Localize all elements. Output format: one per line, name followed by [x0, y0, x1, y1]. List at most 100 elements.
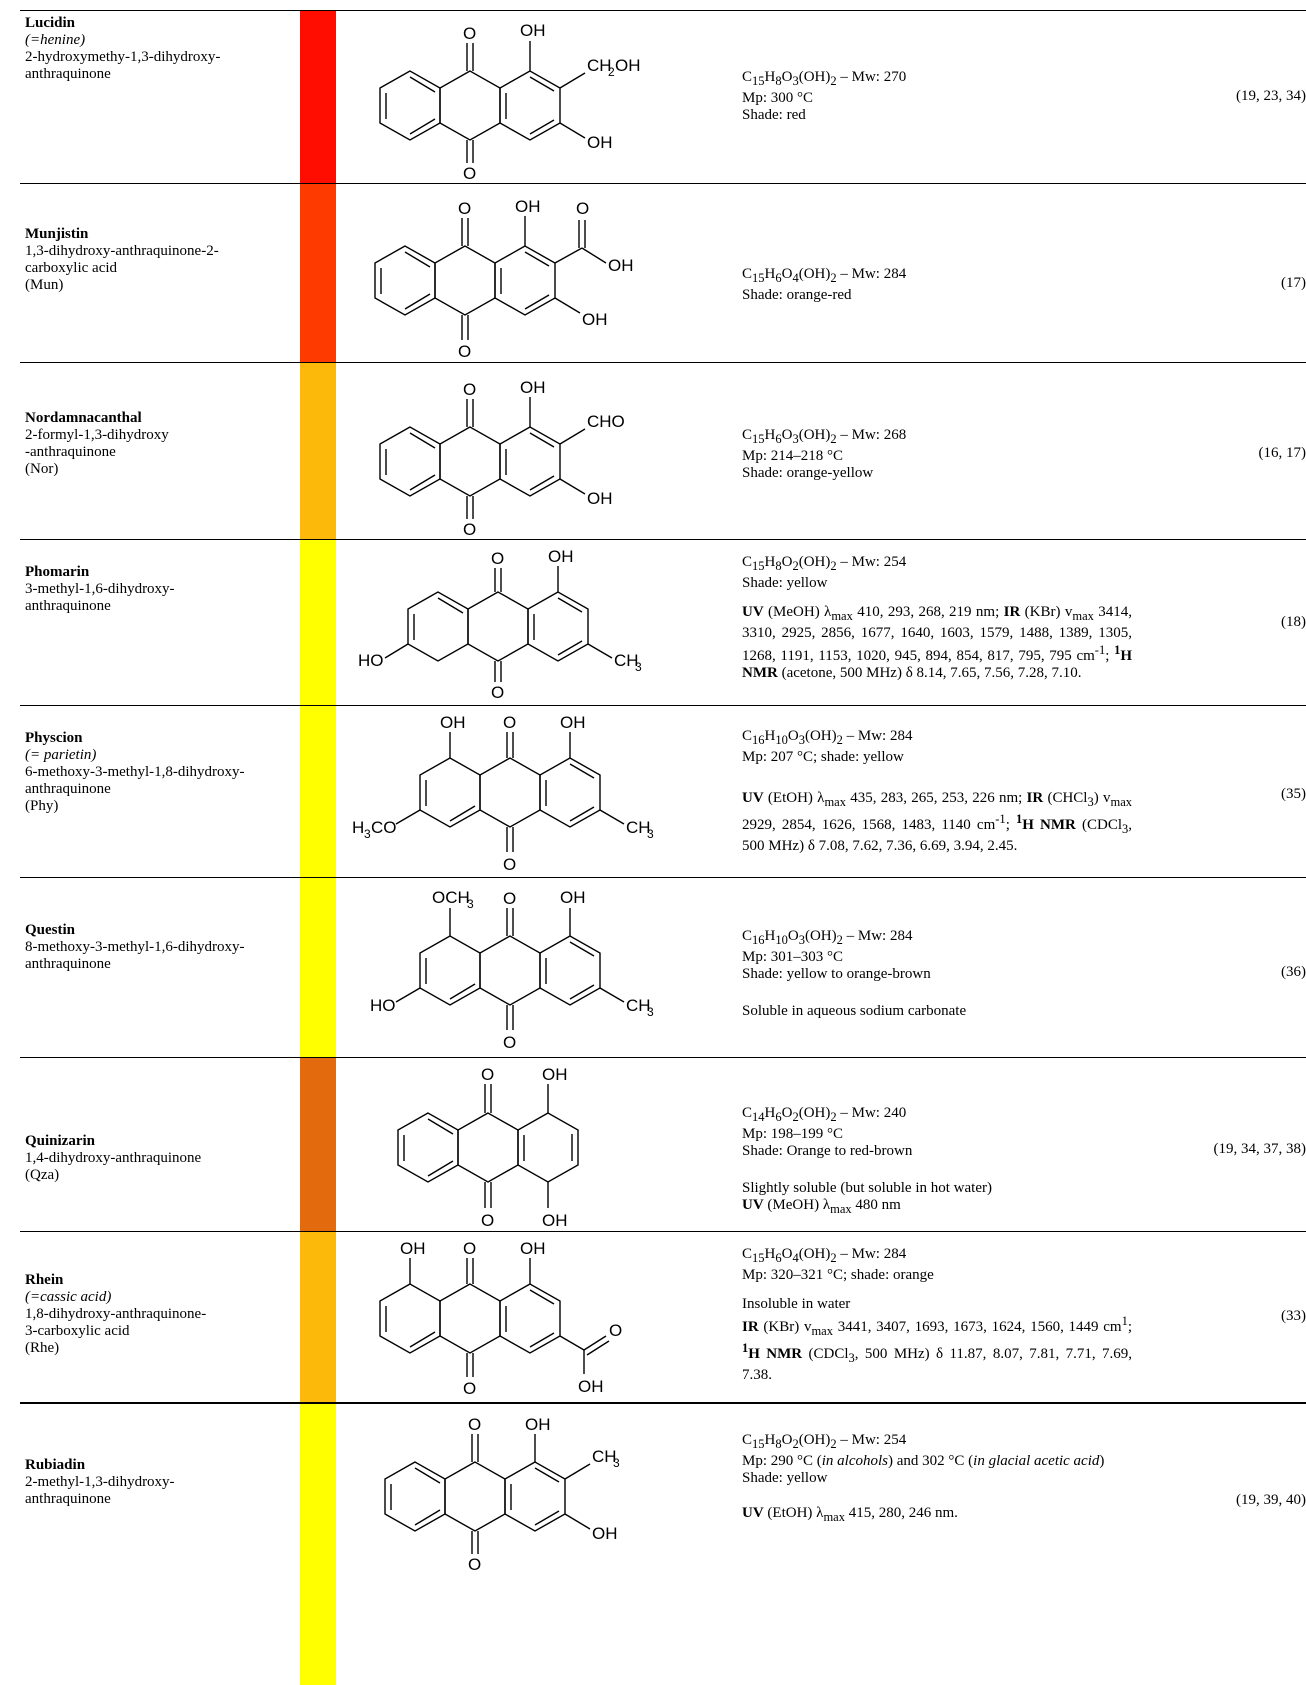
- compound-name-cell: Rhein (=cassic acid) 1,8-dihydroxy-anthr…: [25, 1272, 295, 1357]
- structure-image: O O OH OH: [350, 1058, 720, 1232]
- compound-name: Rubiadin: [25, 1457, 86, 1473]
- compound-name: Munjistin: [25, 226, 89, 242]
- properties-cell: C15H6O4(OH)2 – Mw: 284 Shade: orange-red: [742, 266, 1132, 304]
- properties-cell: C15H6O4(OH)2 – Mw: 284 Mp: 320–321 °C; s…: [742, 1246, 1132, 1384]
- svg-text:O: O: [503, 855, 516, 874]
- svg-text:OH: OH: [560, 713, 586, 732]
- formula: C15H6O3(OH)2 – Mw: 268: [742, 427, 907, 446]
- svg-text:CO: CO: [371, 818, 397, 837]
- svg-text:O: O: [481, 1065, 494, 1084]
- svg-text:O: O: [463, 520, 476, 539]
- svg-text:3: 3: [613, 1456, 620, 1470]
- spectral-data: UV (EtOH) λmax 415, 280, 246 nm.: [742, 1505, 958, 1524]
- svg-text:OH: OH: [615, 56, 641, 75]
- shade: Shade: orange-red: [742, 287, 852, 303]
- melting-point: Mp: 290 °C (in alcohols) and 302 °C (in …: [742, 1453, 1105, 1469]
- svg-text:O: O: [463, 164, 476, 183]
- shade: Shade: yellow to orange-brown: [742, 966, 931, 982]
- compound-name-cell: Nordamnacanthal 2-formyl-1,3-dihydroxy -…: [25, 410, 295, 478]
- color-swatch: [300, 184, 336, 363]
- compound-name: Questin: [25, 922, 76, 938]
- svg-text:O: O: [463, 1239, 476, 1258]
- svg-text:CHO: CHO: [587, 412, 625, 431]
- melting-point: Mp: 214–218 °C: [742, 448, 844, 464]
- compound-name: Phomarin: [25, 564, 90, 580]
- quinizarin-structure: O O OH OH: [397, 1065, 579, 1230]
- svg-text:O: O: [491, 683, 504, 702]
- svg-text:OH: OH: [582, 310, 608, 329]
- svg-text:OH: OH: [542, 1211, 568, 1230]
- formula: C15H6O4(OH)2 – Mw: 284: [742, 266, 907, 285]
- svg-text:O: O: [503, 889, 516, 908]
- formula: C15H8O3(OH)2 – Mw: 270: [742, 69, 907, 88]
- formula: C16H10O3(OH)2 – Mw: 284: [742, 728, 913, 747]
- table-row: Lucidin (=henine) 2-hydroxymethy-1,3-dih…: [20, 10, 1306, 184]
- svg-text:OH: OH: [587, 489, 613, 508]
- compound-name-cell: Phomarin 3-methyl-1,6-dihydroxy- anthraq…: [25, 564, 295, 615]
- formula: C15H8O2(OH)2 – Mw: 254: [742, 1432, 907, 1451]
- structure-image: O O OH O OH OH: [350, 184, 720, 363]
- phomarin-structure: O O OH HO CH3: [358, 547, 642, 702]
- formula: C15H8O2(OH)2 – Mw: 254: [742, 554, 907, 573]
- reference: (19, 34, 37, 38): [1213, 1141, 1306, 1157]
- color-swatch: [300, 706, 336, 878]
- formula: C16H10O3(OH)2 – Mw: 284: [742, 928, 913, 947]
- spectral-data: IR (KBr) vmax 3441, 3407, 1693, 1673, 16…: [742, 1314, 1133, 1383]
- melting-point: Mp: 198–199 °C: [742, 1126, 844, 1142]
- melting-point: Mp: 207 °C; shade: yellow: [742, 749, 904, 765]
- properties-cell: C16H10O3(OH)2 – Mw: 284 Mp: 301–303 °C S…: [742, 928, 1132, 1020]
- properties-cell: C15H8O2(OH)2 – Mw: 254 Shade: yellow UV …: [742, 554, 1132, 682]
- svg-text:CH: CH: [626, 996, 651, 1015]
- table-row: Physcion (= parietin) 6-methoxy-3-methyl…: [20, 705, 1306, 878]
- table-row: Quinizarin 1,4-dihydroxy-anthraquinone (…: [20, 1057, 1306, 1232]
- table-row: Nordamnacanthal 2-formyl-1,3-dihydroxy -…: [20, 362, 1306, 540]
- svg-text:OH: OH: [592, 1524, 618, 1543]
- svg-text:3: 3: [647, 827, 654, 841]
- properties-cell: C16H10O3(OH)2 – Mw: 284 Mp: 207 °C; shad…: [742, 728, 1132, 855]
- color-swatch: [300, 540, 336, 706]
- nordamnacanthal-structure: O O OH CHO OH: [379, 378, 625, 539]
- properties-cell: C14H6O2(OH)2 – Mw: 240 Mp: 198–199 °C Sh…: [742, 1105, 1132, 1218]
- properties-cell: C15H8O3(OH)2 – Mw: 270 Mp: 300 °C Shade:…: [742, 69, 1132, 124]
- reference: (36): [1281, 964, 1306, 980]
- compound-name: Rhein: [25, 1272, 64, 1288]
- shade: Shade: Orange to red-brown: [742, 1143, 913, 1159]
- compound-name: Physcion: [25, 730, 83, 746]
- table-row: Munjistin 1,3-dihydroxy-anthraquinone-2-…: [20, 183, 1306, 363]
- reference: (33): [1281, 1308, 1306, 1324]
- reference: (18): [1281, 614, 1306, 630]
- svg-text:O: O: [503, 1033, 516, 1052]
- svg-text:HO: HO: [370, 996, 396, 1015]
- table-row: Phomarin 3-methyl-1,6-dihydroxy- anthraq…: [20, 539, 1306, 706]
- reference: (19, 39, 40): [1236, 1492, 1306, 1508]
- rhein-structure: O O OH OH O OH: [379, 1239, 622, 1398]
- svg-text:OH: OH: [525, 1415, 551, 1434]
- formula: C15H6O4(OH)2 – Mw: 284: [742, 1246, 907, 1265]
- compound-name: Nordamnacanthal: [25, 410, 142, 426]
- spectral-data: UV (EtOH) λmax 435, 283, 265, 253, 226 n…: [742, 790, 1133, 854]
- structure-image: O O OH CHO OH: [350, 363, 720, 540]
- svg-text:3: 3: [467, 897, 474, 911]
- melting-point: Mp: 300 °C: [742, 90, 814, 106]
- compound-synonym: (=henine): [25, 32, 86, 48]
- properties-cell: C15H8O2(OH)2 – Mw: 254 Mp: 290 °C (in al…: [742, 1432, 1132, 1526]
- svg-text:OH: OH: [542, 1065, 568, 1084]
- structure-image: O O OH OH O OH: [350, 1232, 720, 1403]
- reference: (19, 23, 34): [1236, 88, 1306, 104]
- compound-synonym: (=cassic acid): [25, 1289, 112, 1305]
- compound-name: Lucidin: [25, 15, 76, 31]
- reference: (16, 17): [1258, 445, 1306, 461]
- svg-text:3: 3: [364, 827, 371, 841]
- svg-text:2: 2: [608, 65, 615, 79]
- svg-text:O: O: [463, 380, 476, 399]
- munjistin-structure: O O OH O OH OH: [374, 197, 634, 361]
- svg-text:O: O: [468, 1415, 481, 1434]
- compound-name-cell: Rubiadin 2-methyl-1,3-dihydroxy- anthraq…: [25, 1457, 295, 1508]
- compound-name-cell: Munjistin 1,3-dihydroxy-anthraquinone-2-…: [25, 226, 295, 294]
- table-row: Questin 8-methoxy-3-methyl-1,6-dihydroxy…: [20, 877, 1306, 1058]
- melting-point: Mp: 320–321 °C; shade: orange: [742, 1267, 934, 1283]
- svg-text:3: 3: [635, 660, 642, 674]
- svg-text:O: O: [463, 1379, 476, 1398]
